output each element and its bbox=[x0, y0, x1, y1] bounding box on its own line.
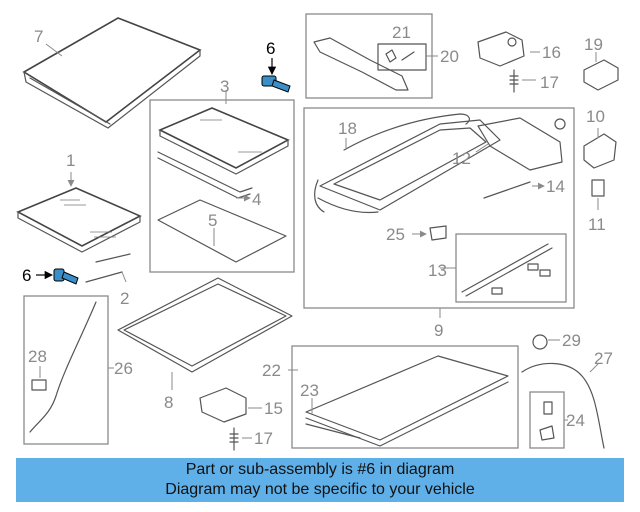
part-14-cable bbox=[483, 181, 545, 199]
part-24-screws bbox=[539, 401, 568, 441]
callout-1: 1 bbox=[66, 151, 75, 170]
part-27-drain-tube bbox=[521, 362, 605, 449]
part-26-drain-tube bbox=[29, 301, 114, 433]
part-6-bolt-left bbox=[36, 268, 79, 285]
callout-18: 18 bbox=[338, 119, 357, 138]
callout-5: 5 bbox=[208, 211, 217, 230]
part-5-weatherstrip bbox=[157, 199, 287, 263]
part-8-seal bbox=[117, 277, 293, 390]
part-9-sunroof-frame bbox=[314, 119, 501, 214]
callout-10: 10 bbox=[586, 107, 605, 126]
part-10-guide bbox=[583, 128, 617, 169]
part-7-glass-panel bbox=[22, 17, 202, 129]
group-frame-3 bbox=[149, 99, 295, 273]
part-13-mechanism bbox=[440, 243, 553, 297]
callout-6-left: 6 bbox=[22, 266, 31, 285]
callout-14: 14 bbox=[546, 177, 565, 196]
callout-8: 8 bbox=[164, 393, 173, 412]
callout-9: 9 bbox=[434, 321, 443, 340]
part-20-deflector bbox=[313, 37, 409, 91]
part-4-seal-strip bbox=[157, 151, 253, 202]
callout-24: 24 bbox=[566, 411, 585, 430]
group-frame-9 bbox=[303, 107, 575, 309]
part-22-sunshade bbox=[288, 355, 509, 447]
part-3-glass-panel bbox=[158, 90, 290, 175]
callout-20: 20 bbox=[440, 47, 459, 66]
callout-4: 4 bbox=[252, 190, 261, 209]
part-6-bolt-top bbox=[261, 58, 291, 93]
callout-23: 23 bbox=[300, 381, 319, 400]
callout-29: 29 bbox=[562, 331, 581, 350]
part-17-bolt-bottom bbox=[229, 427, 252, 451]
callout-13: 13 bbox=[428, 261, 447, 280]
part-21-deflector-kit bbox=[377, 43, 427, 71]
part-15-motor bbox=[199, 387, 262, 423]
callout-16: 16 bbox=[542, 43, 561, 62]
part-17-bolt-top bbox=[509, 69, 536, 93]
callout-17-top: 17 bbox=[540, 73, 559, 92]
part-28-clip bbox=[31, 366, 47, 391]
group-frame-22 bbox=[291, 345, 519, 449]
callout-28: 28 bbox=[28, 347, 47, 366]
callout-3: 3 bbox=[220, 77, 229, 96]
callout-25: 25 bbox=[386, 225, 405, 244]
callout-6-top: 6 bbox=[266, 39, 275, 58]
callout-26: 26 bbox=[114, 359, 133, 378]
group-frame-20 bbox=[305, 13, 433, 99]
part-16-motor bbox=[477, 31, 540, 67]
callout-15: 15 bbox=[264, 399, 283, 418]
part-19-bracket bbox=[583, 52, 619, 91]
info-banner: Part or sub-assembly is #6 in diagram Di… bbox=[16, 458, 624, 502]
part-23-trim bbox=[305, 398, 361, 439]
part-11-nut bbox=[591, 179, 605, 210]
callout-7: 7 bbox=[34, 27, 43, 46]
callout-11: 11 bbox=[588, 215, 606, 234]
group-frame-26 bbox=[23, 295, 109, 445]
part-12-rail bbox=[475, 117, 566, 171]
part-29-clip bbox=[532, 334, 560, 350]
banner-line-2: Diagram may not be specific to your vehi… bbox=[165, 481, 475, 498]
callout-21: 21 bbox=[392, 23, 411, 42]
callout-2: 2 bbox=[120, 289, 129, 308]
callout-19: 19 bbox=[584, 35, 603, 54]
callout-22: 22 bbox=[262, 361, 281, 380]
callout-27: 27 bbox=[594, 349, 613, 368]
part-25-connector bbox=[412, 225, 447, 241]
part-18-drain-hose bbox=[343, 113, 470, 151]
part-1-glass-panel bbox=[16, 172, 142, 253]
part-2-trim-strip bbox=[85, 253, 131, 283]
banner-line-1: Part or sub-assembly is #6 in diagram bbox=[185, 461, 455, 478]
callout-12: 12 bbox=[452, 149, 471, 168]
callout-17-bottom: 17 bbox=[254, 429, 273, 448]
